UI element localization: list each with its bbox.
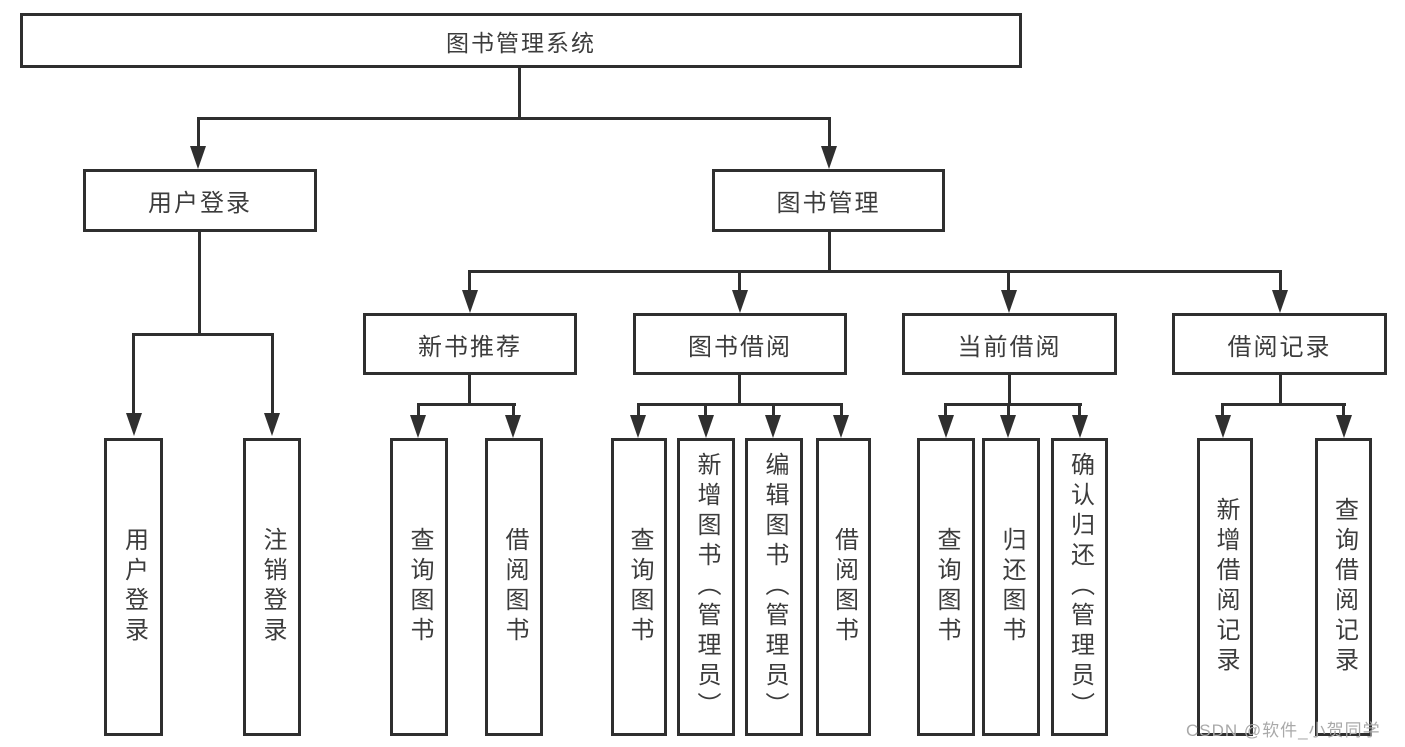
arrowhead-down-icon <box>938 415 954 438</box>
node-book-borrowing: 图书借阅 <box>633 313 847 375</box>
arrowhead-down-icon <box>1072 415 1088 438</box>
leaf-logout: 注销登录 <box>243 438 301 736</box>
arrowhead-down-icon <box>765 415 781 438</box>
leaf-add-borrow-record: 新增借阅记录 <box>1197 438 1253 736</box>
arrowhead-down-icon <box>630 415 646 438</box>
leaf-borrow-books: 借阅图书 <box>485 438 543 736</box>
arrowhead-down-icon <box>1001 290 1017 313</box>
node-label: 当前借阅 <box>957 333 1062 361</box>
connector-line <box>738 375 741 406</box>
arrowhead-down-icon <box>821 146 837 169</box>
connector-branch <box>417 403 516 406</box>
leaf-label: 编辑图书（管理员） <box>761 452 788 722</box>
connector-line <box>271 333 274 415</box>
connector-line <box>704 403 707 417</box>
connector-line <box>1008 375 1011 406</box>
connector-level2-branch <box>468 270 1282 273</box>
connector-line <box>1221 403 1224 417</box>
node-user-login: 用户登录 <box>83 169 317 232</box>
leaf-confirm-return-admin: 确认归还（管理员） <box>1051 438 1108 736</box>
leaf-query-books: 查询图书 <box>611 438 667 736</box>
leaf-borrow-books: 借阅图书 <box>816 438 871 736</box>
connector-line <box>417 403 420 417</box>
connector-line <box>637 403 640 417</box>
arrowhead-down-icon <box>1336 415 1352 438</box>
node-label: 图书借阅 <box>688 333 792 361</box>
leaf-return-books: 归还图书 <box>982 438 1040 736</box>
connector-line <box>468 375 471 406</box>
connector-line <box>1279 270 1282 292</box>
connector-line <box>840 403 843 417</box>
connector-branch <box>637 403 843 406</box>
connector-branch <box>132 333 274 336</box>
arrowhead-down-icon <box>462 290 478 313</box>
connector-line <box>828 117 831 148</box>
connector-line <box>738 270 741 292</box>
arrowhead-down-icon <box>833 415 849 438</box>
arrowhead-down-icon <box>732 290 748 313</box>
connector-level1-branch <box>197 117 831 120</box>
leaf-label: 注销登录 <box>259 527 286 647</box>
node-label: 用户登录 <box>148 190 252 217</box>
leaf-label: 用户登录 <box>120 527 148 647</box>
node-label: 新书推荐 <box>418 333 522 361</box>
connector-line <box>1007 403 1010 417</box>
leaf-query-borrow-record: 查询借阅记录 <box>1315 438 1372 736</box>
arrowhead-down-icon <box>1215 415 1231 438</box>
arrowhead-down-icon <box>505 415 521 438</box>
connector-line <box>1007 270 1010 292</box>
leaf-label: 新增图书（管理员） <box>693 452 720 722</box>
leaf-label: 借阅图书 <box>501 527 528 647</box>
node-new-book-recommend: 新书推荐 <box>363 313 577 375</box>
arrowhead-down-icon <box>1000 415 1016 438</box>
arrowhead-down-icon <box>264 413 280 436</box>
leaf-query-books: 查询图书 <box>917 438 975 736</box>
arrowhead-down-icon <box>410 415 426 438</box>
node-book-management: 图书管理 <box>712 169 945 232</box>
connector-root-stem <box>518 68 521 120</box>
leaf-label: 归还图书 <box>998 527 1025 647</box>
connector-line <box>132 333 135 415</box>
leaf-query-books: 查询图书 <box>390 438 448 736</box>
arrowhead-down-icon <box>126 413 142 436</box>
leaf-edit-books-admin: 编辑图书（管理员） <box>745 438 803 736</box>
connector-line <box>772 403 775 417</box>
node-label: 借阅记录 <box>1227 333 1332 361</box>
leaf-user-login: 用户登录 <box>104 438 163 736</box>
connector-line <box>1342 403 1345 417</box>
connector-line <box>828 232 831 273</box>
csdn-watermark: CSDN @软件_小贺同学 <box>1186 721 1381 740</box>
connector-line <box>944 403 947 417</box>
node-root-label: 图书管理系统 <box>446 29 596 56</box>
leaf-label: 新增借阅记录 <box>1212 497 1239 677</box>
arrowhead-down-icon <box>698 415 714 438</box>
arrowhead-down-icon <box>190 146 206 169</box>
node-root-system: 图书管理系统 <box>20 13 1022 68</box>
connector-branch <box>944 403 1082 406</box>
connector-line <box>468 270 471 292</box>
arrowhead-down-icon <box>1272 290 1288 313</box>
leaf-label: 查询图书 <box>933 527 960 647</box>
connector-line <box>512 403 515 417</box>
leaf-label: 查询借阅记录 <box>1330 497 1358 677</box>
leaf-label: 查询图书 <box>626 527 653 647</box>
leaf-label: 借阅图书 <box>830 527 858 647</box>
node-borrowing-records: 借阅记录 <box>1172 313 1387 375</box>
connector-line <box>1078 403 1081 417</box>
node-current-borrowing: 当前借阅 <box>902 313 1117 375</box>
connector-line <box>198 232 201 335</box>
connector-line <box>1279 375 1282 406</box>
node-label: 图书管理 <box>776 190 881 217</box>
connector-line <box>197 117 200 148</box>
leaf-label: 查询图书 <box>406 527 433 647</box>
leaf-add-books-admin: 新增图书（管理员） <box>677 438 735 736</box>
connector-branch <box>1222 403 1346 406</box>
leaf-label: 确认归还（管理员） <box>1066 452 1094 722</box>
